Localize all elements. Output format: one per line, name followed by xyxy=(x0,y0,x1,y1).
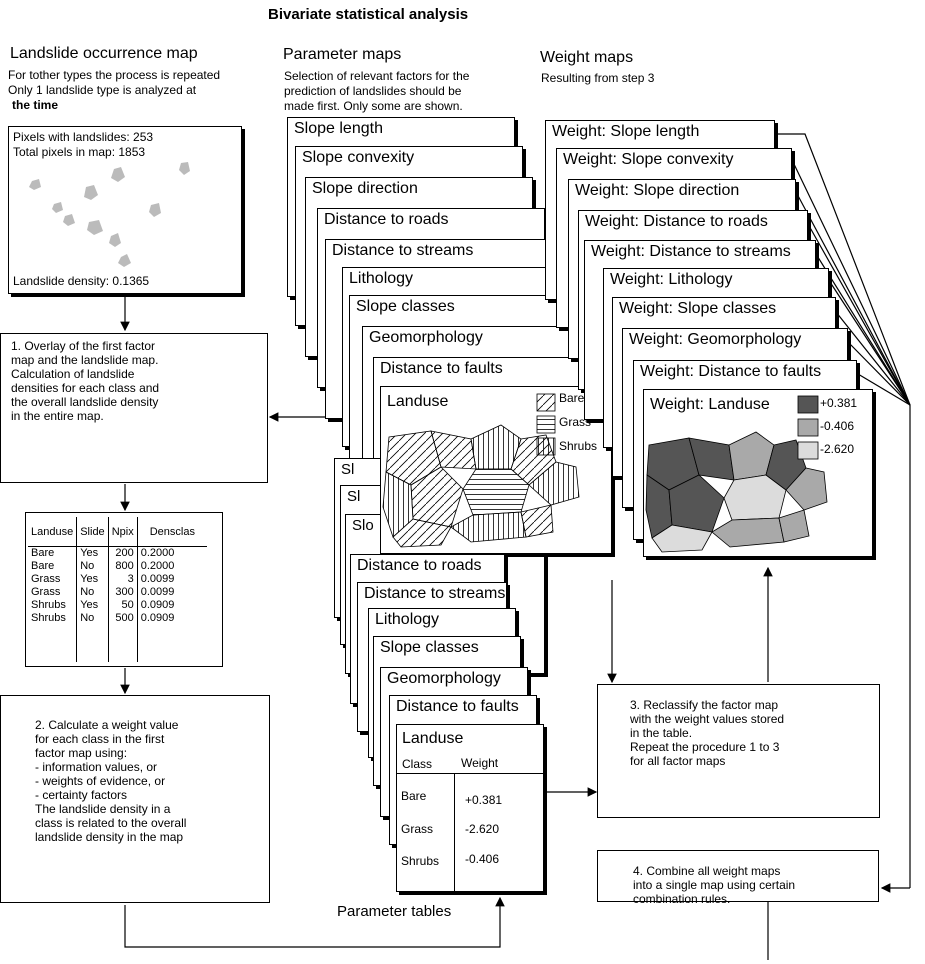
step3-line: for all factor maps xyxy=(630,754,726,768)
legend-grass: Grass xyxy=(559,415,592,429)
landslide-density: Landslide density: 0.1365 xyxy=(13,274,150,288)
weight-legend-high: +0.381 xyxy=(820,396,858,410)
legend-bare: Bare xyxy=(559,391,585,405)
table-header: Npix xyxy=(107,517,138,547)
step2-line: factor map using: xyxy=(35,746,128,760)
weight-landuse-map: Weight: Landuse +0.381 -0.406 -2.620 xyxy=(643,389,873,557)
step1-line: the overall landslide density xyxy=(11,395,159,409)
step2-line: - weights of evidence, or xyxy=(35,774,166,788)
step1-line: map and the landslide map. xyxy=(11,353,159,367)
total-pixels: Total pixels in map: 1853 xyxy=(13,145,146,159)
legend-shrubs: Shrubs xyxy=(559,439,598,453)
landslide-polygons xyxy=(29,162,190,267)
weight-maps-heading: Weight maps xyxy=(540,49,634,66)
step3-line: with the weight values stored xyxy=(630,712,785,726)
landuse-parameter-map: Landuse Bare Grass Shrubs xyxy=(380,386,612,554)
step3-line: in the table. xyxy=(630,726,693,740)
step3-line: 3. Reclassify the factor map xyxy=(630,698,779,712)
page-title: Bivariate statistical analysis xyxy=(268,6,469,23)
occurrence-note-2: Only 1 landslide type is analyzed at xyxy=(8,83,197,97)
landuse-pattern-map xyxy=(382,393,580,548)
step4-box: 4. Combine all weight maps into a single… xyxy=(597,850,879,906)
step2-line: for each class in the first xyxy=(35,732,165,746)
step2-line: - information values, or xyxy=(35,760,158,774)
weight-legend-mid: -0.406 xyxy=(820,419,855,433)
step4-line: combination rules. xyxy=(633,892,731,906)
parameter-maps-heading: Parameter maps xyxy=(283,46,402,63)
step1-line: Calculation of landslide xyxy=(11,367,135,381)
landslide-occurrence-map: Pixels with landslides: 253 Total pixels… xyxy=(8,126,242,294)
step4-line: 4. Combine all weight maps xyxy=(633,864,781,878)
weight-table-class: Grass xyxy=(401,822,434,836)
step2-line: The landslide density in a xyxy=(35,802,171,816)
table-header: Slide xyxy=(76,517,109,547)
weight-table-class-header: Class xyxy=(402,757,433,771)
step2-line: 2. Calculate a weight value xyxy=(35,718,179,732)
parameter-desc-3: made first. Only some are shown. xyxy=(284,99,463,113)
landuse-map-title: Landuse xyxy=(387,393,449,410)
parameter-tables-caption: Parameter tables xyxy=(337,903,452,920)
step1-box: 1. Overlay of the first factor map and t… xyxy=(0,333,268,483)
parameter-desc-1: Selection of relevant factors for the xyxy=(284,69,470,83)
step3-line: Repeat the procedure 1 to 3 xyxy=(630,740,780,754)
step1-line: 1. Overlay of the first factor xyxy=(11,339,156,353)
step1-line: densities for each class and xyxy=(11,381,160,395)
step4-line: into a single map using certain xyxy=(633,878,796,892)
weight-table-weight-header: Weight xyxy=(461,756,499,770)
step2-line: - certainty factors xyxy=(35,788,128,802)
step3-box: 3. Reclassify the factor map with the we… xyxy=(597,684,880,818)
step2-box: 2. Calculate a weight value for each cla… xyxy=(0,695,270,903)
weight-table-value: +0.381 xyxy=(465,793,503,807)
weight-table-class: Bare xyxy=(401,789,427,803)
occurrence-note-1: For tother types the process is repeated xyxy=(8,68,221,82)
weight-maps-sub: Resulting from step 3 xyxy=(541,71,655,85)
weight-landuse-title: Weight: Landuse xyxy=(650,396,770,413)
weight-table-title: Landuse xyxy=(402,730,464,747)
weight-landuse-shaded-map xyxy=(645,395,828,553)
weight-table-class: Shrubs xyxy=(401,854,440,868)
pixels-with-landslides: Pixels with landslides: 253 xyxy=(13,130,154,144)
step2-line: class is related to the overall xyxy=(35,816,187,830)
weight-table-value: -2.620 xyxy=(465,822,500,836)
landuse-weight-table: Landuse Class Weight Bare Grass Shrubs +… xyxy=(396,724,544,893)
parameter-desc-2: prediction of landslides should be xyxy=(284,84,462,98)
table-header: Landuse xyxy=(28,517,77,547)
occurrence-heading: Landslide occurrence map xyxy=(10,45,198,62)
step1-line: in the entire map. xyxy=(11,409,104,423)
weight-table-value: -0.406 xyxy=(465,852,500,866)
occurrence-note-3: the time xyxy=(12,98,59,112)
step2-line: landslide density in the map xyxy=(35,830,184,844)
weight-legend-low: -2.620 xyxy=(820,442,855,456)
table-header: Densclas xyxy=(136,517,207,547)
